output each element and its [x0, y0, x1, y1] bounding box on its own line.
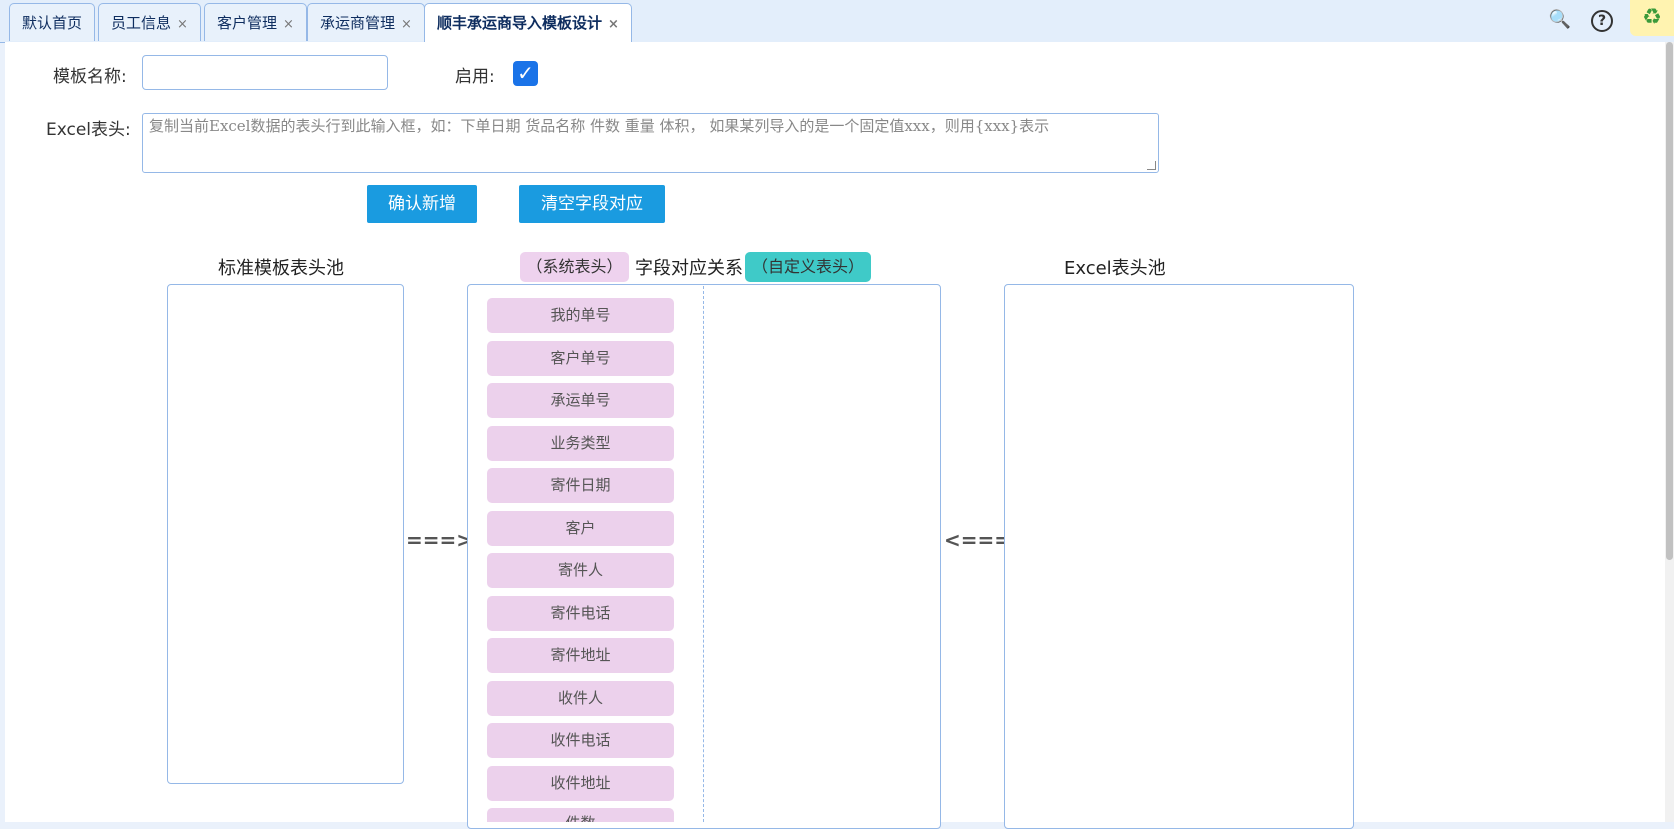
tab-sf-import-template[interactable]: 顺丰承运商导入模板设计 × [424, 3, 632, 43]
field-item[interactable]: 我的单号 [487, 298, 674, 333]
system-header-pill: （系统表头） [520, 252, 629, 282]
excel-pool-title: Excel表头池 [1064, 258, 1166, 279]
enable-checkbox[interactable]: ✓ [513, 61, 538, 86]
resize-handle-icon[interactable] [1147, 161, 1156, 170]
refresh-icon[interactable]: ♻ [1630, 0, 1674, 36]
excel-header-textarea[interactable]: 复制当前Excel数据的表头行到此输入框，如：下单日期 货品名称 件数 重量 体… [142, 113, 1159, 173]
close-icon[interactable]: × [608, 17, 619, 32]
field-item[interactable]: 件数 [487, 808, 674, 822]
standard-header-pool[interactable] [167, 284, 404, 784]
standard-pool-title: 标准模板表头池 [218, 258, 344, 279]
tab-bar: 默认首页 员工信息 × 客户管理 × 承运商管理 × 顺丰承运商导入模板设计 × 🔍 ?… [0, 0, 1674, 43]
field-item[interactable]: 寄件电话 [487, 596, 674, 631]
field-item[interactable]: 承运单号 [487, 383, 674, 418]
field-item[interactable]: 寄件日期 [487, 468, 674, 503]
excel-header-pool[interactable] [1004, 284, 1354, 829]
mapping-title: 字段对应关系 [635, 258, 743, 279]
field-item[interactable]: 客户 [487, 511, 674, 546]
close-icon[interactable]: × [283, 17, 294, 32]
confirm-add-button[interactable]: 确认新增 [367, 185, 477, 223]
excel-header-label: Excel表头: [46, 120, 131, 140]
field-item[interactable]: 客户单号 [487, 341, 674, 376]
tab-label: 顺丰承运商导入模板设计 [437, 14, 603, 32]
tab-label: 承运商管理 [320, 14, 396, 32]
tab-label: 客户管理 [217, 14, 278, 32]
close-icon[interactable]: × [401, 17, 412, 32]
tab-default-home[interactable]: 默认首页 [9, 3, 96, 41]
excel-header-placeholder: 复制当前Excel数据的表头行到此输入框，如：下单日期 货品名称 件数 重量 体… [149, 117, 1050, 135]
arrow-left: <=== [944, 528, 1012, 552]
field-item[interactable]: 寄件人 [487, 553, 674, 588]
field-item[interactable]: 收件地址 [487, 766, 674, 801]
tab-employee-info[interactable]: 员工信息 × [98, 3, 201, 41]
tab-label: 默认首页 [22, 14, 83, 32]
template-name-label: 模板名称: [53, 67, 127, 87]
field-item[interactable]: 收件人 [487, 681, 674, 716]
field-item[interactable]: 寄件地址 [487, 638, 674, 673]
tab-customer-management[interactable]: 客户管理 × [204, 3, 307, 41]
help-glyph: ? [1591, 10, 1613, 32]
scrollbar-thumb[interactable] [1666, 42, 1673, 560]
clear-mapping-button[interactable]: 清空字段对应 [519, 185, 665, 223]
arrow-right: ===> [406, 528, 474, 552]
enable-label: 启用: [455, 67, 495, 87]
field-item[interactable]: 业务类型 [487, 426, 674, 461]
close-icon[interactable]: × [177, 17, 188, 32]
template-name-input[interactable] [142, 55, 388, 90]
mapping-divider [703, 286, 704, 822]
field-item[interactable]: 收件电话 [487, 723, 674, 758]
search-icon[interactable]: 🔍 [1548, 9, 1572, 30]
tab-label: 员工信息 [111, 14, 172, 32]
tab-carrier-management[interactable]: 承运商管理 × [307, 3, 425, 41]
custom-header-pill: （自定义表头） [745, 252, 871, 282]
help-icon[interactable]: ? [1588, 6, 1616, 34]
